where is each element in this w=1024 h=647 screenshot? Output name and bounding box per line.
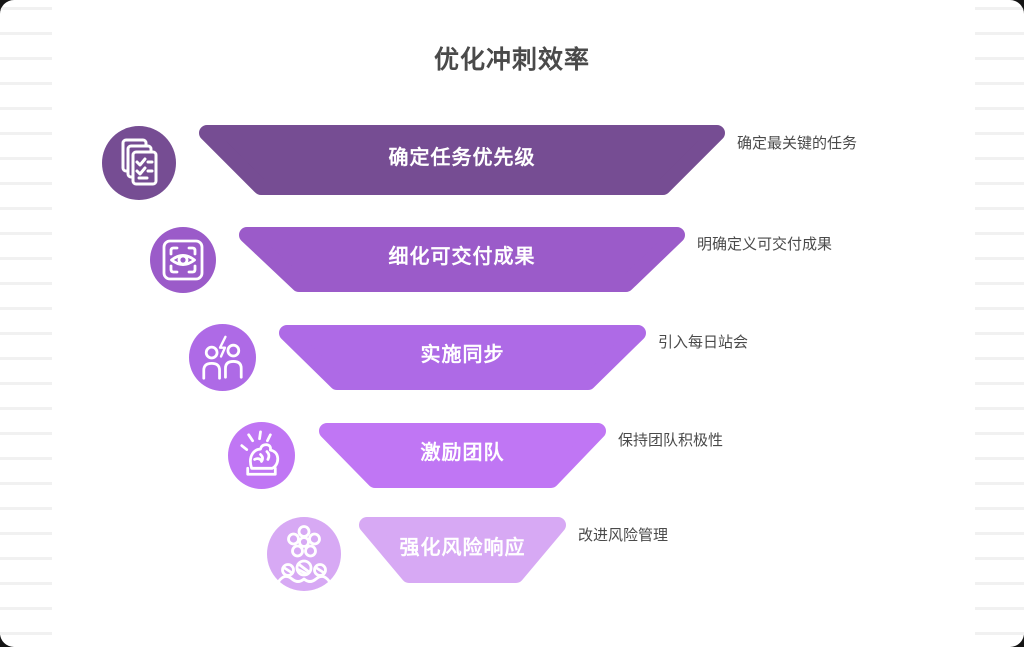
ruled-background-left	[0, 0, 52, 647]
funnel-stage-shape	[199, 125, 725, 195]
ruled-background-right	[975, 0, 1024, 647]
funnel-stage-note: 保持团队积极性	[618, 432, 724, 449]
fist-motivation-icon	[228, 422, 295, 489]
diagram-title: 优化冲刺效率	[433, 46, 590, 74]
funnel-stage-note: 确定最关键的任务	[737, 135, 858, 152]
people-sync-icon	[189, 324, 256, 391]
funnel-stage-label: 细化可交付成果	[388, 246, 536, 268]
gear-team-icon	[267, 517, 341, 591]
funnel-stage-shape	[239, 227, 685, 292]
funnel-stage-note: 改进风险管理	[578, 527, 669, 544]
funnel-stage-label: 确定任务优先级	[388, 147, 536, 169]
eye-scan-icon	[150, 227, 216, 293]
funnel-stage-note: 引入每日站会	[658, 334, 749, 351]
funnel-stage-note: 明确定义可交付成果	[697, 236, 833, 253]
funnel-stage-shape	[319, 423, 606, 488]
funnel-stage-shape	[279, 325, 646, 390]
funnel-stage-label: 强化风险响应	[399, 537, 526, 559]
documents-checklist-icon	[102, 126, 176, 200]
funnel-stage-shape	[359, 517, 566, 583]
funnel-stage-label: 实施同步	[420, 344, 505, 366]
funnel-stage-label: 激励团队	[420, 442, 505, 464]
